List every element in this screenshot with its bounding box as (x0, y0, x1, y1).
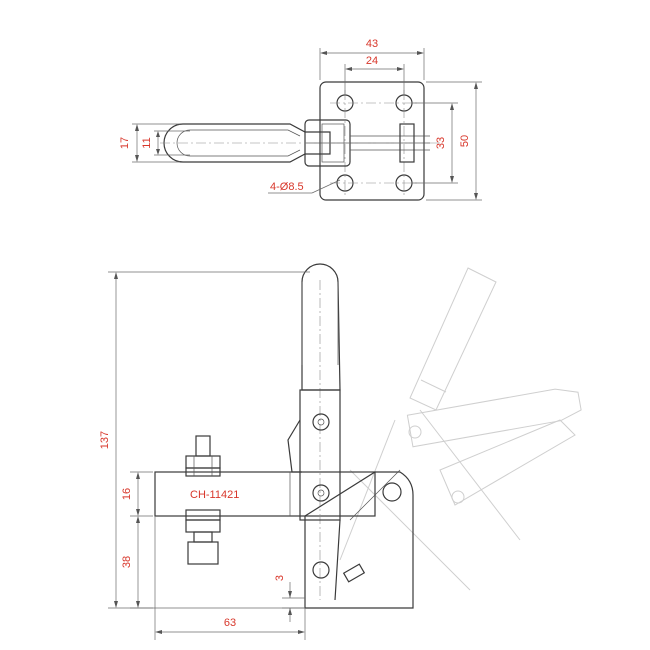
pivot-pin (312, 561, 330, 579)
base-body (304, 471, 414, 609)
hole-callout: 4-Ø8.5 (268, 179, 341, 194)
base-plate (319, 81, 425, 201)
spindle (185, 435, 221, 565)
dimension-43: 43 (319, 38, 425, 80)
dim-label-33: 33 (435, 137, 447, 149)
dimension-50: 50 (426, 81, 482, 201)
dimension-3: 3 (274, 575, 305, 622)
dimension-33: 33 (412, 102, 458, 184)
dim-label-38: 38 (121, 556, 133, 568)
top-view: 43 24 50 33 (119, 38, 482, 201)
dimension-38: 38 (121, 516, 153, 609)
dimension-24: 24 (344, 55, 405, 95)
dim-label-43: 43 (366, 38, 378, 50)
dim-label-24: 24 (366, 55, 378, 67)
dimension-16: 16 (121, 471, 153, 517)
dim-label-17: 17 (119, 137, 131, 149)
pivot-pin (312, 413, 330, 431)
dim-label-63: 63 (224, 617, 236, 629)
dimension-137: 137 (99, 271, 310, 609)
dim-label-50: 50 (459, 135, 471, 147)
pivot-pin (312, 484, 330, 502)
ghost-open-positions (339, 267, 582, 591)
dim-label-holes: 4-Ø8.5 (270, 181, 304, 193)
clamp-arm (154, 471, 376, 517)
dim-label-137: 137 (99, 431, 111, 449)
dim-label-3: 3 (274, 575, 286, 581)
dimension-63: 63 (154, 516, 306, 640)
handle (301, 263, 341, 391)
model-number: CH-11421 (190, 489, 239, 501)
dim-label-16: 16 (121, 488, 133, 500)
dim-label-11: 11 (141, 137, 153, 148)
side-view: CH-11421 (99, 263, 582, 640)
dimension-17: 17 (119, 123, 180, 163)
dimension-11: 11 (141, 130, 190, 156)
lever-body (299, 389, 341, 521)
